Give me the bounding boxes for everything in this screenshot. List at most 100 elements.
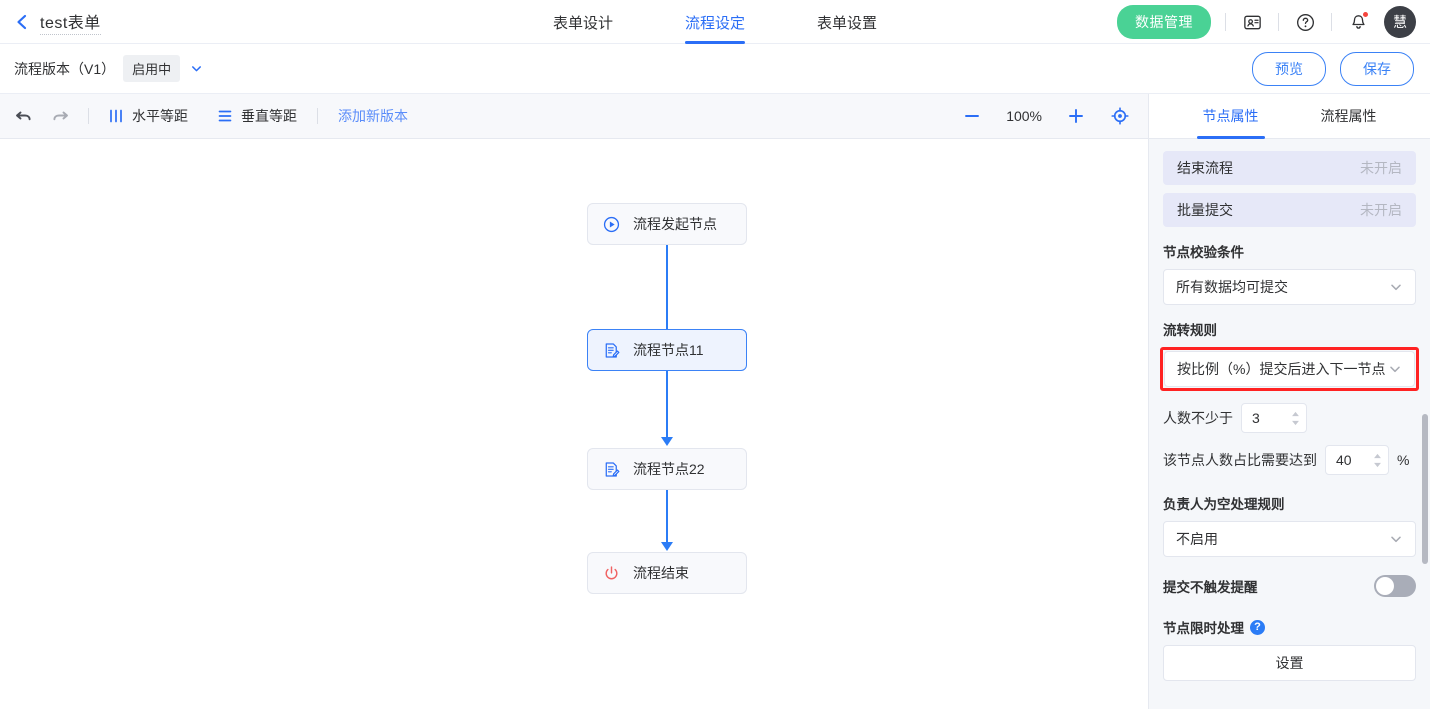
undo-icon[interactable] (14, 106, 34, 126)
min-count-stepper[interactable]: 3 (1241, 403, 1307, 433)
tab-node-properties[interactable]: 节点属性 (1196, 94, 1265, 139)
edge-n11-to-n22 (666, 371, 668, 439)
property-row-end-flow[interactable]: 结束流程 未开启 (1163, 151, 1416, 185)
flow-rule-title: 流转规则 (1163, 323, 1217, 338)
top-header: test表单 表单设计 流程设定 表单设置 数据管理 (0, 0, 1430, 44)
caret-down-icon (1292, 420, 1299, 425)
validate-condition-select[interactable]: 所有数据均可提交 (1163, 269, 1416, 305)
bell-icon[interactable] (1346, 10, 1370, 34)
flow-rule-select[interactable]: 按比例（%）提交后进入下一节点 (1164, 351, 1415, 387)
flow-node-11-label: 流程节点11 (633, 342, 704, 358)
no-remind-label: 提交不触发提醒 (1163, 580, 1258, 595)
flow-canvas[interactable]: 流程发起节点 流程节点11 流程节点22 流程结束 (0, 139, 1148, 709)
chevron-down-icon (1391, 284, 1401, 291)
property-row-end-flow-label: 结束流程 (1177, 160, 1233, 176)
flow-node-22-label: 流程节点22 (633, 461, 705, 477)
chevron-down-icon (1391, 536, 1401, 543)
zoom-controls: 100% (962, 106, 1130, 126)
tab-form-design[interactable]: 表单设计 (552, 14, 613, 32)
power-off-icon (605, 565, 618, 579)
canvas-toolbar: 水平等距 垂直等距 添加新版本 100% (0, 94, 1148, 139)
distribute-vertical-label: 垂直等距 (241, 108, 297, 124)
help-circle-icon[interactable] (1293, 10, 1317, 34)
flow-version-label: 流程版本（V1） (14, 60, 116, 77)
time-limit-label: 节点限时处理 (1163, 621, 1244, 636)
time-limit-row: 节点限时处理 ? (1163, 617, 1416, 637)
preview-button[interactable]: 预览 (1252, 51, 1326, 86)
edge-arrow-n22 (661, 437, 673, 446)
time-limit-settings-button[interactable]: 设置 (1163, 645, 1416, 681)
avatar[interactable]: 慧 (1384, 6, 1416, 38)
min-count-label: 人数不少于 (1163, 410, 1233, 426)
stepper-arrows[interactable] (1291, 411, 1300, 426)
ratio-stepper[interactable]: 40 (1325, 445, 1389, 475)
tab-flow-setting[interactable]: 流程设定 (684, 0, 746, 44)
data-manage-button[interactable]: 数据管理 (1117, 5, 1211, 39)
flow-node-11[interactable]: 流程节点11 (587, 329, 747, 371)
right-properties-panel: 节点属性 流程属性 结束流程 未开启 批量提交 未开启 节点校验条件 所有数据均… (1148, 94, 1430, 709)
notification-dot (1362, 11, 1369, 18)
stepper-arrows[interactable] (1373, 453, 1382, 468)
divider (1225, 13, 1226, 31)
zoom-in-icon[interactable] (1066, 106, 1086, 126)
min-count-row: 人数不少于 3 (1163, 403, 1416, 433)
min-count-value: 3 (1252, 410, 1260, 426)
divider (1278, 13, 1279, 31)
caret-down-icon (1374, 462, 1381, 467)
property-row-batch-submit-value: 未开启 (1360, 202, 1402, 218)
redo-icon[interactable] (50, 106, 70, 126)
sub-header: 流程版本（V1） 启用中 预览 保存 (0, 44, 1430, 94)
flow-node-start[interactable]: 流程发起节点 (587, 203, 747, 245)
distribute-vertical-button[interactable]: 垂直等距 (216, 106, 297, 126)
ratio-row: 该节点人数占比需要达到 40 % (1163, 445, 1416, 475)
ratio-label: 该节点人数占比需要达到 (1163, 452, 1317, 468)
status-badge: 启用中 (123, 55, 181, 82)
save-button[interactable]: 保存 (1340, 51, 1414, 86)
toggle-knob (1376, 577, 1394, 595)
edit-doc-icon (605, 342, 620, 358)
divider (317, 108, 318, 124)
tab-flow-properties[interactable]: 流程属性 (1320, 108, 1377, 124)
header-actions: 数据管理 (1117, 0, 1416, 44)
edge-arrow-end (661, 542, 673, 551)
target-center-icon[interactable] (1110, 106, 1130, 126)
empty-owner-rule-value: 不启用 (1176, 531, 1218, 547)
flow-node-end[interactable]: 流程结束 (587, 552, 747, 594)
tab-form-setting[interactable]: 表单设置 (817, 14, 878, 32)
edge-n22-to-end (666, 490, 668, 544)
property-row-batch-submit[interactable]: 批量提交 未开启 (1163, 193, 1416, 227)
zoom-out-icon[interactable] (962, 106, 982, 126)
empty-owner-rule-title: 负责人为空处理规则 (1163, 497, 1285, 512)
distribute-horizontal-icon (110, 109, 122, 123)
page-title[interactable]: test表单 (40, 9, 101, 35)
empty-owner-rule-select[interactable]: 不启用 (1163, 521, 1416, 557)
distribute-horizontal-label: 水平等距 (132, 108, 188, 124)
zoom-level-value: 100% (1006, 108, 1042, 124)
version-chevron-down-icon[interactable] (190, 62, 203, 75)
ratio-value: 40 (1336, 452, 1352, 468)
add-new-version-link[interactable]: 添加新版本 (338, 108, 408, 124)
flow-node-end-label: 流程结束 (633, 565, 689, 581)
caret-up-icon (1374, 453, 1381, 458)
flow-node-22[interactable]: 流程节点22 (587, 448, 747, 490)
ratio-unit: % (1397, 452, 1410, 468)
validate-condition-title: 节点校验条件 (1163, 245, 1244, 260)
chevron-down-icon (1390, 366, 1400, 373)
panel-scrollbar-thumb[interactable] (1422, 414, 1428, 564)
distribute-horizontal-button[interactable]: 水平等距 (107, 106, 188, 126)
main-nav-tabs: 表单设计 流程设定 表单设置 (553, 0, 877, 44)
flow-rule-highlight: 按比例（%）提交后进入下一节点 (1160, 347, 1419, 391)
divider (88, 108, 89, 124)
edit-doc-icon (605, 461, 620, 477)
back-chevron-left-icon[interactable] (14, 14, 30, 30)
no-remind-toggle[interactable] (1374, 575, 1416, 597)
flow-node-start-label: 流程发起节点 (633, 216, 717, 232)
property-row-batch-submit-label: 批量提交 (1177, 202, 1233, 218)
flow-rule-value: 按比例（%）提交后进入下一节点 (1177, 361, 1386, 377)
contact-card-icon[interactable] (1240, 10, 1264, 34)
panel-body: 结束流程 未开启 批量提交 未开启 节点校验条件 所有数据均可提交 流转规则 按… (1149, 139, 1430, 709)
help-circle-icon[interactable]: ? (1250, 619, 1265, 635)
validate-condition-value: 所有数据均可提交 (1176, 279, 1288, 295)
play-circle-icon (603, 216, 620, 232)
caret-up-icon (1292, 411, 1299, 416)
